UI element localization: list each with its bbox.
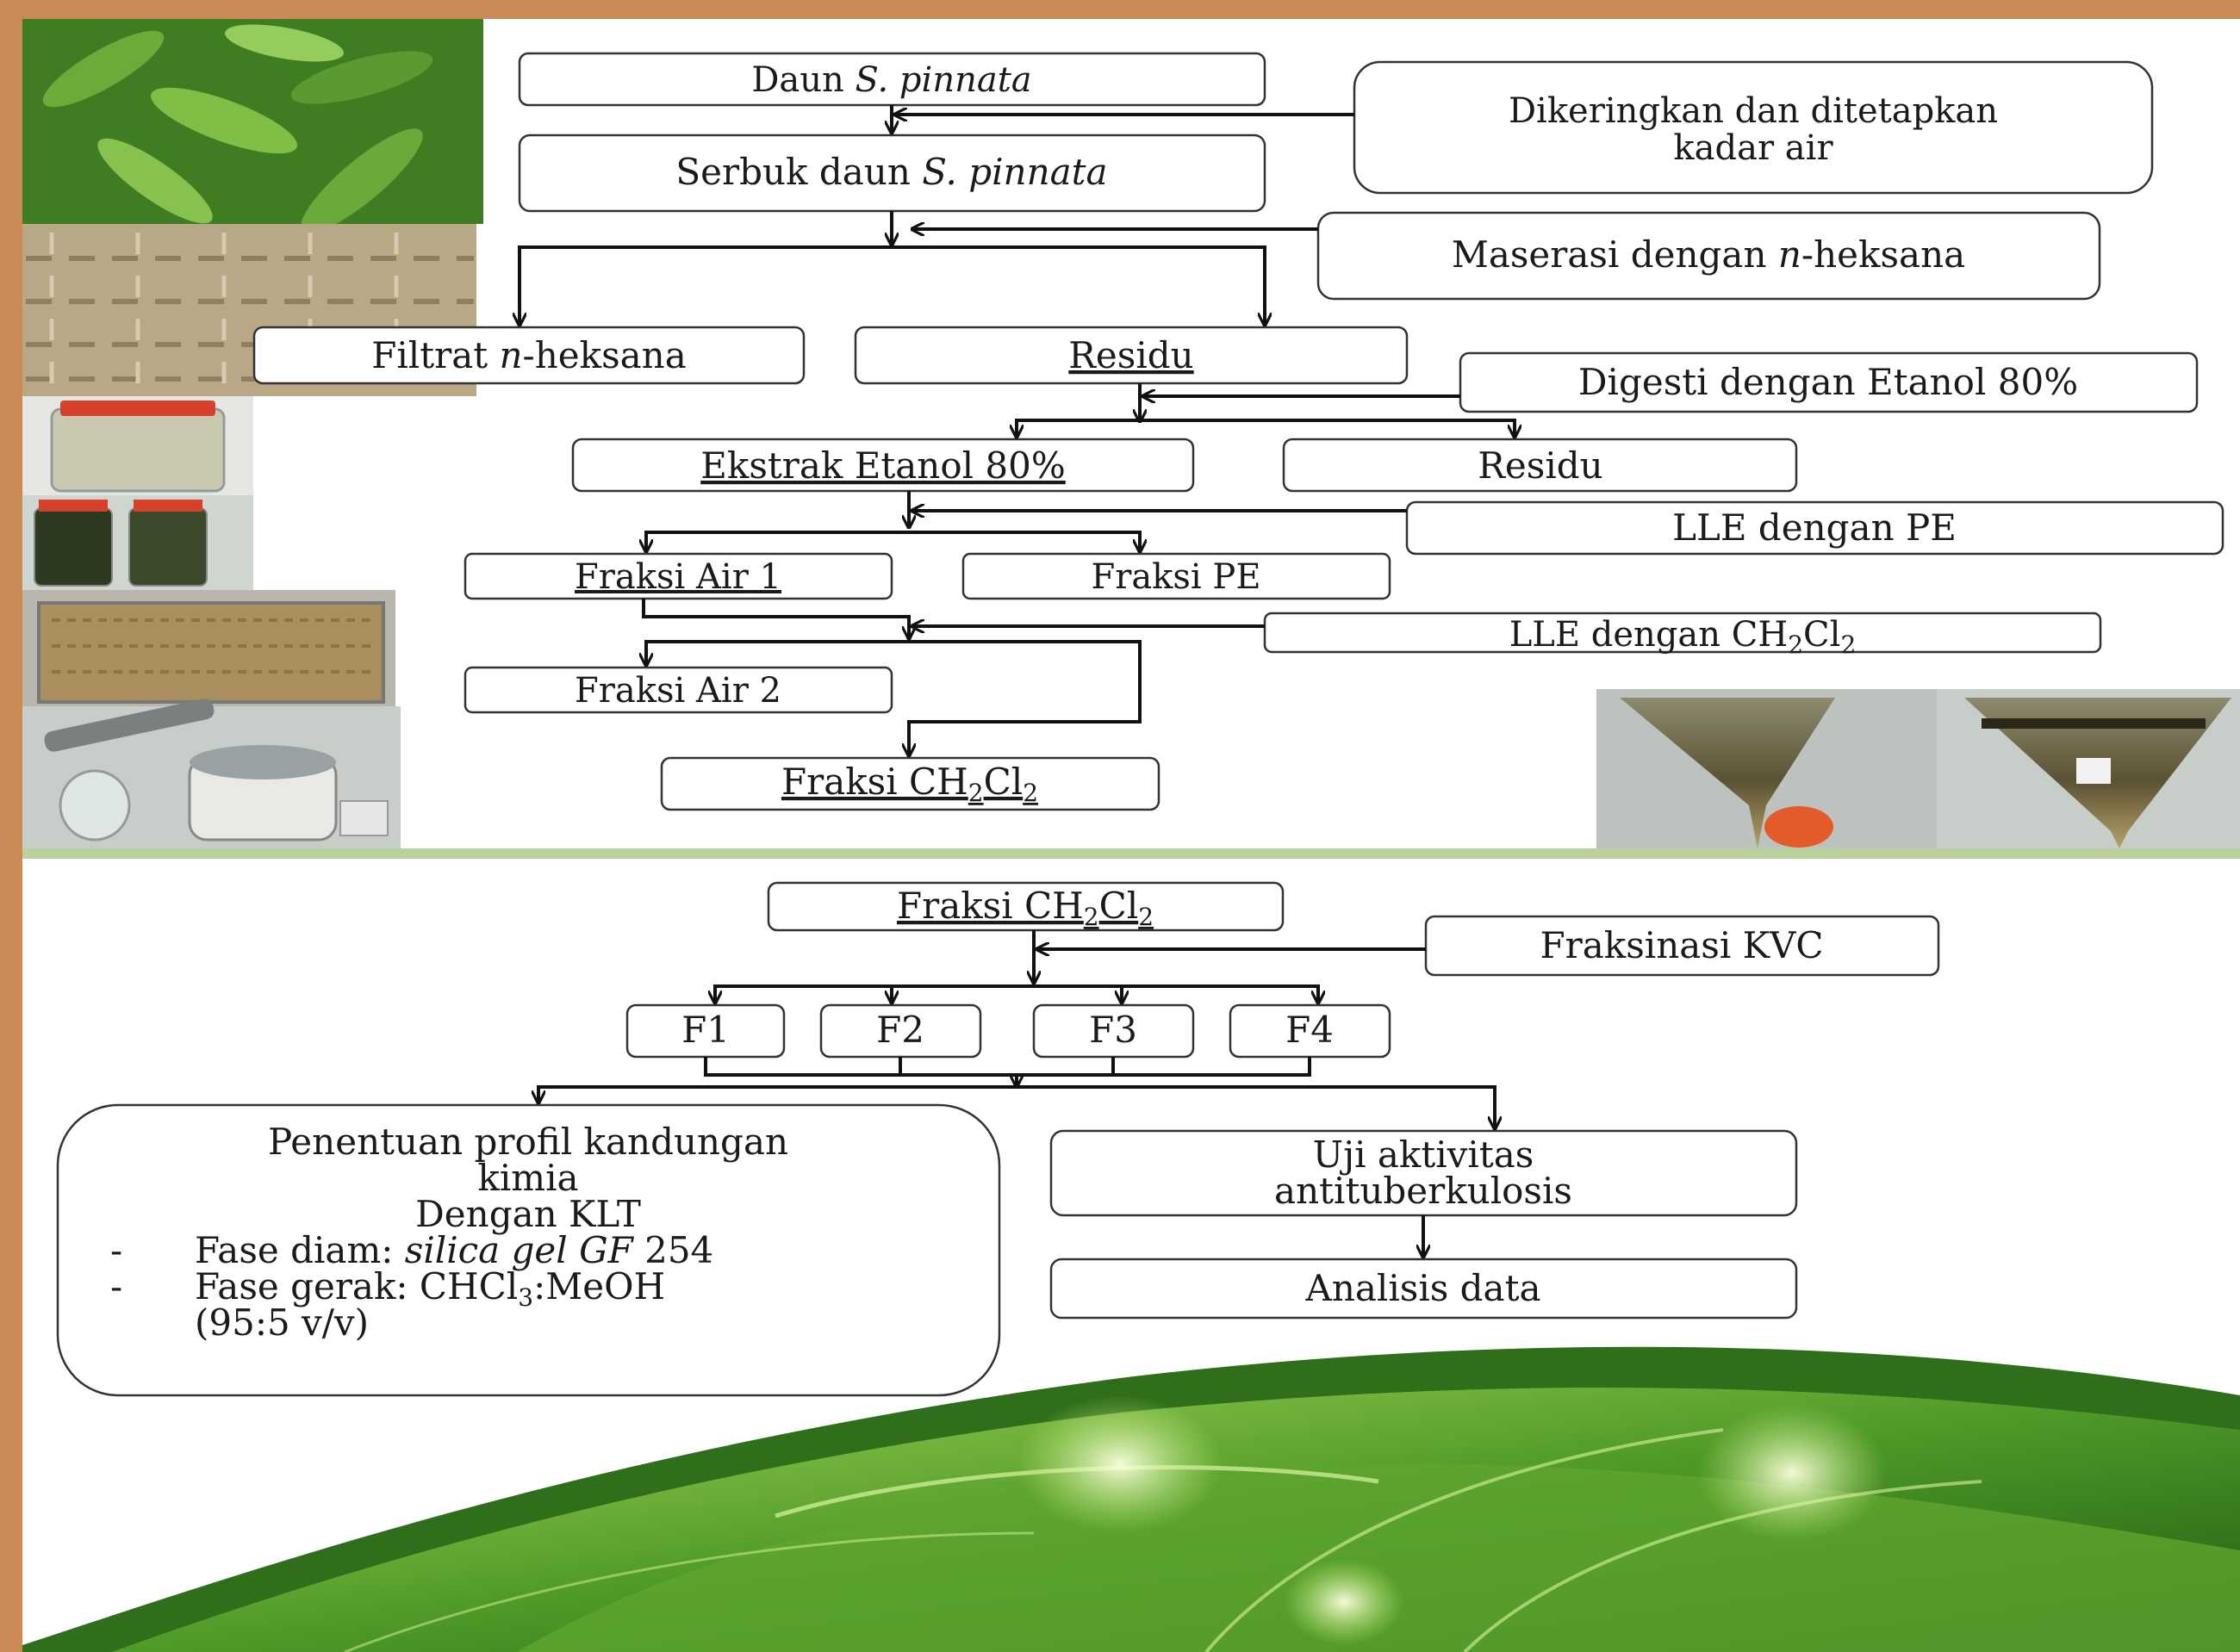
dried-leaves-photo: [22, 224, 476, 396]
daun-label: Daun S. pinnata: [751, 60, 1031, 100]
analisis-label: Analisis data: [1304, 1267, 1540, 1309]
powder-jar-photo: [22, 396, 253, 495]
lle-ch2cl2-label: LLE dengan CH2Cl2: [1509, 615, 1857, 659]
residu1-label: Residu: [1068, 334, 1193, 376]
lle-pe-box: [1405, 500, 2224, 556]
maserasi-label: Maserasi dengan n-heksana: [1452, 233, 1965, 276]
fraksi-ch2cl2-top-box: [660, 756, 1160, 811]
rotary-evaporator-photo: [22, 699, 401, 848]
f2-label: F2: [876, 1009, 924, 1051]
penentuan-line3: Dengan KLT: [415, 1193, 641, 1235]
penentuan-box: [56, 1103, 1001, 1397]
bottom-connectors: [538, 930, 1495, 1256]
separatory-funnel-photo: [1596, 689, 2240, 848]
fraksi-air2-label: Fraksi Air 2: [575, 671, 781, 711]
uji-line2: antituberkulosis: [1274, 1170, 1572, 1212]
serbuk-label: Serbuk daun S. pinnata: [675, 151, 1107, 193]
ekstrak-label: Ekstrak Etanol 80%: [700, 444, 1066, 487]
panel-divider: [22, 848, 2240, 859]
uji-line1: Uji aktivitas: [1313, 1133, 1534, 1176]
lle-pe-label: LLE dengan PE: [1672, 506, 1957, 549]
residu2-label: Residu: [1478, 444, 1602, 487]
top-flowchart: Daun S. pinnata Dikeringkan dan ditetapk…: [252, 52, 2224, 811]
top-connectors: [520, 105, 1515, 755]
dried-extract-tray-photo: [22, 590, 395, 706]
digesti-label: Digesti dengan Etanol 80%: [1578, 361, 2078, 403]
fraksinasi-label: Fraksinasi KVC: [1540, 924, 1824, 966]
fraksi-pe-box: [961, 552, 1391, 600]
fase-gerak-dash: -: [110, 1265, 122, 1307]
fraksi-air1-label: Fraksi Air 1: [575, 557, 781, 597]
digesti-box: [1459, 351, 2199, 413]
fase-diam-dash: -: [110, 1229, 122, 1271]
maserasi-box: [1316, 211, 2101, 301]
dikeringkan-box: [1353, 60, 2154, 195]
dikeringkan-line2: kadar air: [1673, 128, 1833, 168]
ekstrak-box: [571, 438, 1195, 493]
f3-label: F3: [1089, 1009, 1137, 1051]
ratio-label: (95:5 v/v): [195, 1301, 369, 1344]
residu2-box: [1282, 438, 1798, 493]
f1-label: F1: [681, 1009, 730, 1051]
fraksi-ch2cl2-bottom-label: Fraksi CH2Cl2: [897, 885, 1154, 931]
filtrat-box: [252, 326, 806, 385]
residu1-box: [854, 326, 1409, 385]
leaf-wave-decoration: [22, 1346, 2240, 1652]
analisis-box: [1049, 1258, 1798, 1320]
leaves-photo: [22, 19, 483, 233]
fraksi-air1-box: [464, 552, 893, 600]
fraksinasi-box: [1424, 915, 1940, 977]
dikeringkan-line1: Dikeringkan dan ditetapkan: [1509, 91, 1998, 131]
fraksi-air2-box: [464, 666, 893, 714]
fraksi-ch2cl2-top-label: Fraksi CH2Cl2: [781, 761, 1038, 807]
filtrat-label: Filtrat n-heksana: [371, 334, 687, 376]
f4-label: F4: [1285, 1009, 1334, 1051]
fase-diam-label: Fase diam: silica gel GF 254: [195, 1229, 713, 1271]
maceration-jars-photo: [22, 495, 253, 590]
fraksi-ch2cl2-bottom-box: [767, 881, 1285, 932]
lle-ch2cl2-box: [1263, 612, 2102, 654]
penentuan-line2: kimia: [477, 1157, 578, 1199]
penentuan-line1: Penentuan profil kandungan: [268, 1121, 788, 1163]
fase-gerak-label: Fase gerak: CHCl3:MeOH: [195, 1265, 665, 1312]
bottom-flowchart: Fraksi CH2Cl2 Fraksinasi KVC F1 F2 F3 F4…: [56, 881, 1940, 1397]
fraksi-pe-label: Fraksi PE: [1091, 557, 1260, 597]
